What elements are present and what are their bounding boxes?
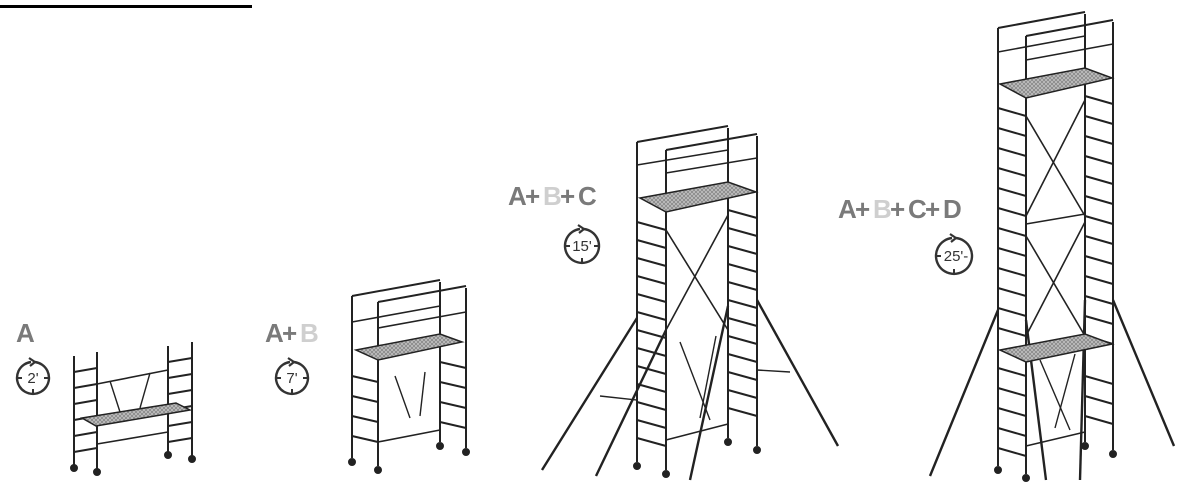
config-abcd-label-part-5: + [925,194,940,224]
config-ab-label-part-2: B [300,318,319,348]
config-abcd-label-part-2: B [873,194,892,224]
config-abc-label-part-1: + [525,181,540,211]
config-a-label-part-0: A [16,318,35,348]
config-ab-label-part-1: + [282,318,297,348]
config-abcd-label-part-6: D [943,194,962,224]
config-abc-label-part-2: B [543,181,562,211]
config-abc-time: 15' [572,238,592,255]
config-abcd-label: A + B + C + D [838,194,962,224]
header-rule [0,5,252,8]
config-abcd-clock-icon: 25'- [934,233,974,276]
config-abc-platform [637,181,759,213]
config-ab: A + B 7' [265,279,470,474]
config-abcd-label-part-4: C [908,194,927,224]
config-ab-scaffold [348,279,470,474]
config-ab-label-part-0: A [265,318,284,348]
config-ab-clock-icon: 7' [274,357,310,395]
config-ab-label: A + B [265,318,319,348]
config-abc-scaffold [540,125,840,481]
config-a-platform [79,402,193,427]
config-abcd-lower-platform [997,333,1115,363]
config-a-time: 2' [27,370,38,387]
config-a-scaffold [70,342,196,476]
config-abcd-time: 25'- [944,248,969,265]
config-abcd-label-part-1: + [855,194,870,224]
config-abc-label-part-3: + [560,181,575,211]
config-abcd-label-part-0: A [838,194,857,224]
config-a-clock-icon: 2' [15,357,51,395]
config-abcd: A + B + C + D 25'- [838,11,1176,482]
config-abcd-top-platform [997,67,1115,99]
config-a-label: A [16,318,35,348]
config-abc-label-part-4: C [578,181,597,211]
config-ab-time: 7' [286,370,297,387]
config-abc-clock-icon: 15' [563,224,601,265]
config-abc-label: A + B + C [508,181,597,211]
config-abc-label-part-0: A [508,181,527,211]
config-abcd-scaffold [928,11,1176,482]
config-a: A 2' [15,318,196,476]
config-abcd-label-part-3: + [890,194,905,224]
config-ab-platform [353,333,465,361]
config-abc: A + B + C 15' [508,125,840,481]
